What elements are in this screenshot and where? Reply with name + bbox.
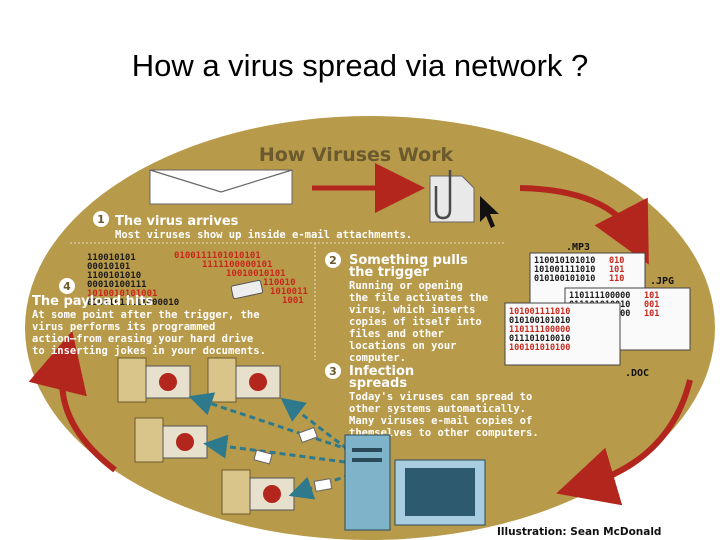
- computer-tower-icon: [117, 357, 191, 403]
- svg-text:copies of itself into: copies of itself into: [349, 316, 482, 328]
- svg-text:virus, which inserts: virus, which inserts: [349, 304, 475, 316]
- step-1: 1 The virus arrives Most viruses show up…: [93, 211, 412, 241]
- envelope-icon: [149, 169, 293, 205]
- svg-text:101: 101: [644, 309, 659, 319]
- step-4-title: The payload hits: [32, 294, 154, 309]
- source-computer-icon: [344, 434, 486, 531]
- skull-face-icon: [159, 373, 177, 391]
- step-1-text: Most viruses show up inside e-mail attac…: [115, 229, 412, 241]
- svg-text:100101010100: 100101010100: [509, 343, 570, 353]
- svg-text:files and other: files and other: [349, 328, 444, 340]
- cycle-arrow-top: [519, 185, 649, 265]
- svg-text:110111100000: 110111100000: [509, 325, 570, 335]
- svg-text:110: 110: [609, 274, 624, 284]
- svg-text:1010011: 1010011: [270, 287, 308, 297]
- svg-text:At some point after the trigge: At some point after the trigger, the: [32, 309, 260, 321]
- illustration-credit: Illustration: Sean McDonald: [497, 526, 661, 538]
- svg-text:010100101010: 010100101010: [509, 316, 570, 326]
- svg-text:virus performs its programmed: virus performs its programmed: [32, 321, 215, 333]
- step-3: 3 Infection spreads Today's viruses can …: [325, 363, 539, 439]
- cycle-arrow-left: [28, 330, 117, 473]
- svg-text:1111100000101: 1111100000101: [202, 260, 272, 270]
- spread-arrows: [188, 392, 356, 500]
- svg-text:the file activates the: the file activates the: [349, 292, 488, 304]
- svg-text:1010010101001: 1010010101001: [87, 289, 157, 299]
- svg-text:other systems automatically.: other systems automatically.: [349, 403, 526, 415]
- step-4: 4 The payload hits At some point after t…: [32, 278, 266, 357]
- cycle-arrow-right: [556, 379, 693, 506]
- svg-text:101: 101: [644, 291, 659, 301]
- svg-text:110010101010: 110010101010: [534, 256, 595, 266]
- svg-text:101001111010: 101001111010: [509, 307, 570, 317]
- step-2: 2 Something pulls the trigger Running or…: [325, 252, 488, 364]
- svg-text:101001111010: 101001111010: [534, 265, 595, 275]
- svg-text:spreads: spreads: [349, 376, 407, 391]
- svg-text:2: 2: [329, 254, 337, 267]
- svg-text:1001: 1001: [282, 296, 304, 306]
- svg-text:110010: 110010: [263, 278, 296, 288]
- paperclip-file-icon: [429, 170, 475, 223]
- skull-face-icon: [263, 485, 281, 503]
- svg-text:the trigger: the trigger: [349, 265, 429, 280]
- svg-text:4: 4: [63, 280, 71, 293]
- step-1-badge: [93, 211, 109, 227]
- svg-text:001: 001: [644, 300, 659, 310]
- file-doc: [504, 302, 621, 366]
- svg-text:010100101010: 010100101010: [534, 274, 595, 284]
- svg-text:themselves to other computers.: themselves to other computers.: [349, 427, 539, 439]
- binary-block: 110010101 0100111101010101 00010101 1111…: [87, 251, 308, 308]
- step-2-title: Something pulls: [349, 253, 468, 268]
- skull-face-icon: [249, 373, 267, 391]
- file-label-jpg: .JPG: [650, 276, 674, 287]
- step-4-badge: [59, 278, 75, 294]
- svg-text:101: 101: [609, 265, 624, 275]
- svg-text:00010101: 00010101: [87, 262, 130, 272]
- computer-tower-icon: [207, 357, 281, 403]
- svg-text:Running or opening: Running or opening: [349, 280, 463, 292]
- step-2-badge: [325, 252, 341, 268]
- mouse-cursor-icon: [480, 196, 499, 228]
- computer-tower-icon: [134, 417, 208, 463]
- svg-text:to inserting jokes in your doc: to inserting jokes in your documents.: [32, 345, 266, 357]
- svg-text:110111100000: 110111100000: [569, 291, 630, 301]
- svg-text:1: 1: [97, 213, 105, 226]
- flying-envelopes: [253, 426, 333, 492]
- svg-text:011101010010: 011101010010: [509, 334, 570, 344]
- svg-text:01011011111000010: 01011011111000010: [87, 298, 179, 308]
- svg-text:Many viruses e-mail copies of: Many viruses e-mail copies of: [349, 415, 532, 427]
- step-3-title: Infection: [349, 364, 414, 379]
- skull-face-icon: [176, 433, 194, 451]
- svg-text:computer.: computer.: [349, 352, 406, 364]
- diagram-heading: How Viruses Work: [259, 144, 454, 166]
- svg-text:0100111101010101: 0100111101010101: [174, 251, 261, 261]
- computer-tower-icon: [221, 469, 295, 515]
- svg-text:3: 3: [329, 365, 337, 378]
- svg-text:Today's viruses can spread to: Today's viruses can spread to: [349, 391, 532, 403]
- svg-text:110010101: 110010101: [87, 253, 136, 263]
- svg-text:00010100111: 00010100111: [87, 280, 147, 290]
- slide-title: How a virus spread via network ?: [131, 48, 589, 83]
- svg-text:1100101010: 1100101010: [87, 271, 141, 281]
- step-1-title: The virus arrives: [115, 214, 239, 229]
- svg-text:action—from erasing your hard: action—from erasing your hard drive: [32, 333, 253, 345]
- svg-text:010: 010: [609, 256, 624, 266]
- file-label-mp3: .MP3: [566, 242, 590, 253]
- step-3-badge: [325, 363, 341, 379]
- file-stack: .MP3 110010101010 010 101001111010 101 0…: [504, 242, 691, 379]
- svg-text:10010010101: 10010010101: [226, 269, 286, 279]
- usb-stick-icon: [230, 279, 264, 300]
- file-label-doc: .DOC: [625, 368, 649, 379]
- svg-text:locations on your: locations on your: [349, 340, 456, 352]
